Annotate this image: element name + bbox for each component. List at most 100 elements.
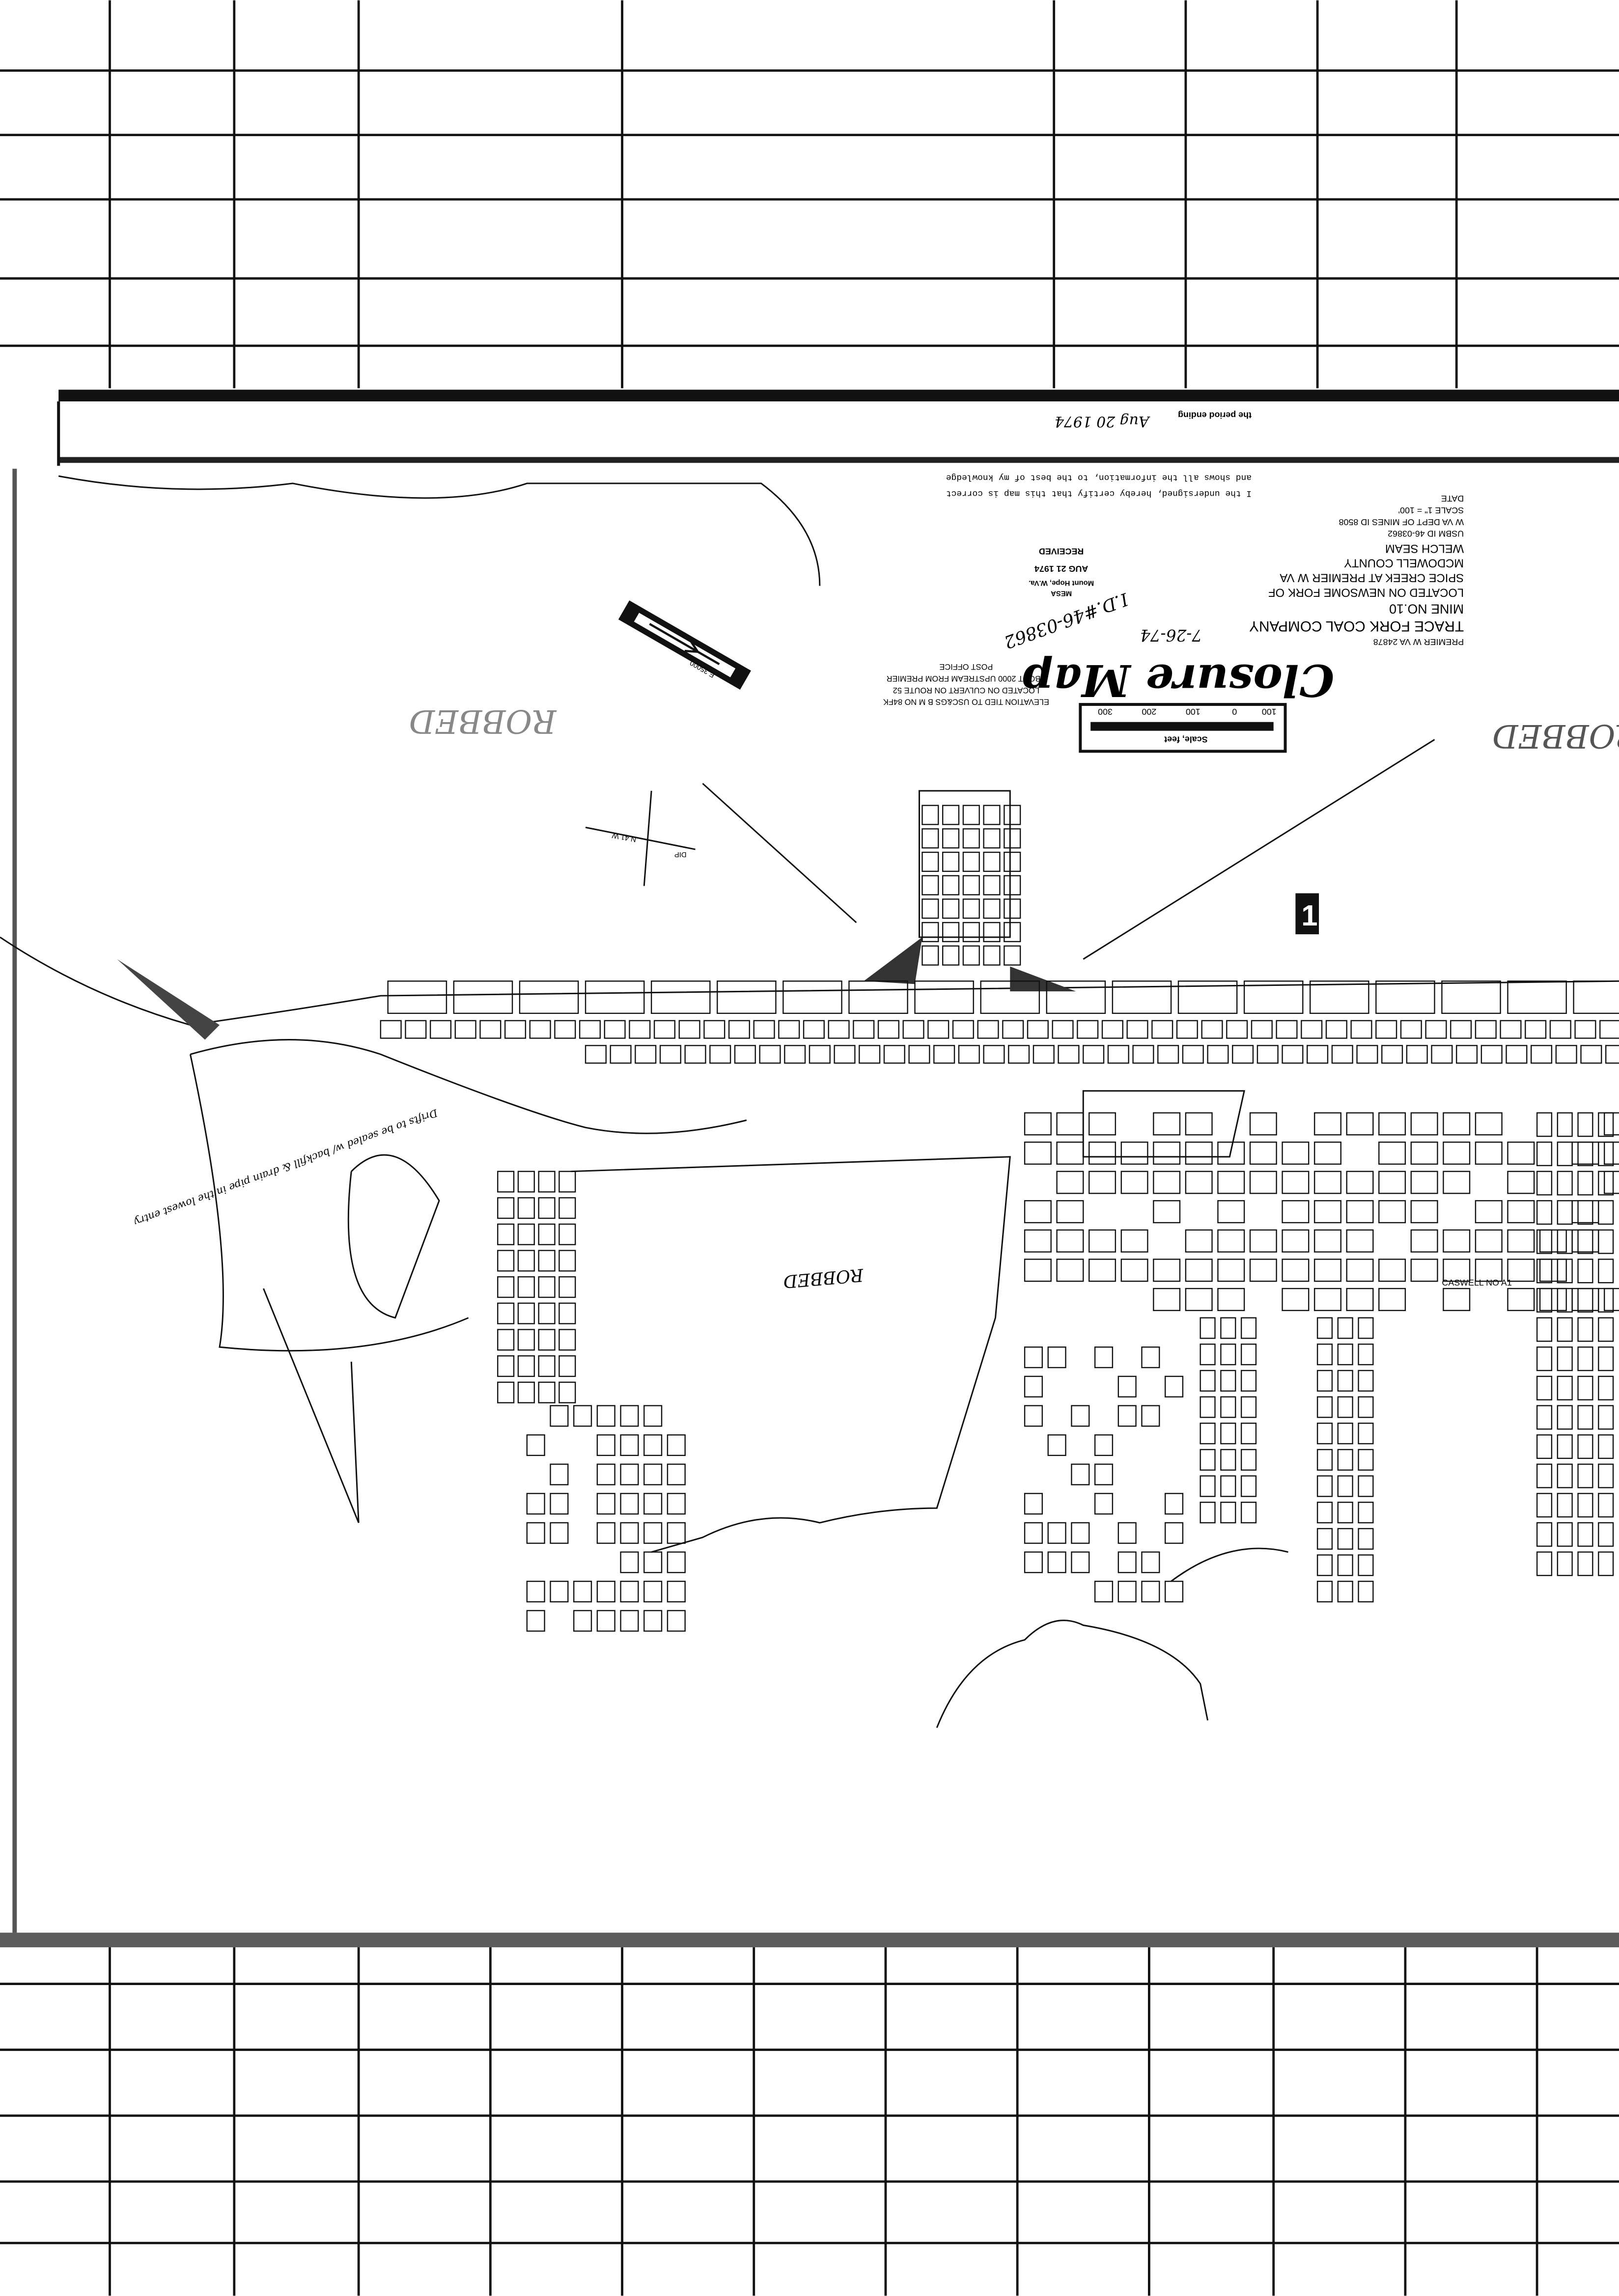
coal-pillar [1313,1112,1341,1136]
coal-pillar [550,1522,569,1544]
coal-pillar [983,805,1001,825]
coal-pillar [1217,1229,1245,1253]
coal-pillar [933,1045,955,1064]
coal-pillar [902,1020,924,1039]
coal-pillar [803,1020,825,1039]
coal-pillar [1598,1493,1614,1518]
coal-pillar [1024,1405,1043,1427]
coal-pillar [1337,1528,1353,1550]
coal-pillar [1410,1229,1438,1253]
coal-pillar [908,1045,930,1064]
coal-pillar [1378,1141,1406,1165]
coal-pillar [1282,1200,1310,1224]
coal-pillar [1316,1475,1333,1497]
coal-pillar [1071,1405,1090,1427]
coal-pillar [1316,1423,1333,1445]
coal-pillar [1240,1370,1257,1392]
coal-pillar [983,875,1001,896]
coal-pillar [1598,1346,1614,1372]
mine-outline [0,475,1619,1728]
coal-pillar [983,851,1001,872]
coal-pillar [962,922,980,942]
coal-pillar [1251,1020,1273,1039]
scale-tick: 100 [1186,707,1200,717]
coal-pillar [1249,1141,1277,1165]
coal-pillar [1410,1200,1438,1224]
coal-pillar [753,1020,775,1039]
coal-pillar [983,945,1001,966]
coal-pillar [1200,1475,1216,1497]
coal-pillar [1313,1171,1341,1194]
coal-pillar [453,980,513,1014]
coal-pillar [596,1434,615,1456]
coal-pillar [1525,1020,1547,1039]
coal-pillar [643,1434,663,1456]
received-label: RECEIVED [1039,546,1084,556]
coal-pillar [1200,1317,1216,1339]
coal-pillar [1605,1045,1619,1064]
coal-pillar [538,1250,556,1272]
coal-pillar [1337,1370,1353,1392]
scale-title: Scale, feet [1164,735,1207,745]
coal-pillar [667,1580,686,1603]
coal-pillar [1220,1370,1236,1392]
coal-pillar [1356,1045,1378,1064]
coal-pillar [1410,1112,1438,1136]
coal-pillar [1507,980,1567,1014]
coal-pillar [983,922,1001,942]
coal-pillar [1004,898,1021,919]
sheet-edge-bottom [0,1932,1619,1948]
coal-pillar [1577,1493,1593,1518]
coal-pillar [1375,1020,1397,1039]
coal-pillar [1153,1112,1181,1136]
coal-pillar [1337,1423,1353,1445]
coal-pillar [927,1020,949,1039]
coal-pillar [1557,1493,1573,1518]
coal-pillar [538,1381,556,1403]
coal-pillar [942,922,960,942]
coal-pillar [1337,1475,1353,1497]
coal-pillar [1381,1045,1403,1064]
coal-pillar [958,1045,980,1064]
coal-pillar [962,828,980,849]
coal-pillar [1580,1045,1602,1064]
scale-tick: 300 [1098,707,1113,717]
coal-pillar [1599,1020,1619,1039]
coal-pillar [1337,1317,1353,1339]
title-block-line: MINE NO.10 [1389,601,1464,616]
coal-pillar [620,1405,639,1427]
coal-pillar [1249,1171,1277,1194]
coal-pillar [558,1171,576,1193]
coal-pillar [1232,1045,1254,1064]
coal-pillar [1536,1434,1553,1459]
coal-pillar [1604,1112,1619,1136]
coal-pillar [1358,1449,1374,1471]
coal-pillar [1577,1346,1593,1372]
coal-pillar [1220,1317,1236,1339]
scale-tick: 200 [1142,707,1156,717]
coal-pillar [1557,1171,1573,1196]
coal-pillar [921,875,939,896]
title-block-line: PREMIER W VA 24878 [1373,637,1464,647]
coal-pillar [643,1405,663,1427]
coal-pillar [1358,1554,1374,1576]
coal-pillar [497,1223,515,1245]
title-block: PREMIER W VA 24878 TRACE FORK COAL COMPA… [1249,494,1464,647]
coal-pillar [759,1045,781,1064]
coal-pillar [517,1250,535,1272]
coal-pillar [1117,1375,1137,1398]
coal-pillar [497,1302,515,1324]
coal-pillar [538,1223,556,1245]
coal-pillar [921,898,939,919]
coal-pillar [1240,1344,1257,1366]
coal-pillar [1316,1501,1333,1524]
coal-pillar [1557,1200,1573,1225]
coal-pillar [1071,1522,1090,1544]
coal-pillar [517,1276,535,1298]
coal-pillar [1185,1288,1213,1311]
coal-pillar [717,980,777,1014]
handwritten-date: 7-26-74 [1140,626,1202,644]
coal-pillar [1441,980,1501,1014]
coal-pillar [643,1580,663,1603]
coal-pillar [1536,1317,1553,1342]
